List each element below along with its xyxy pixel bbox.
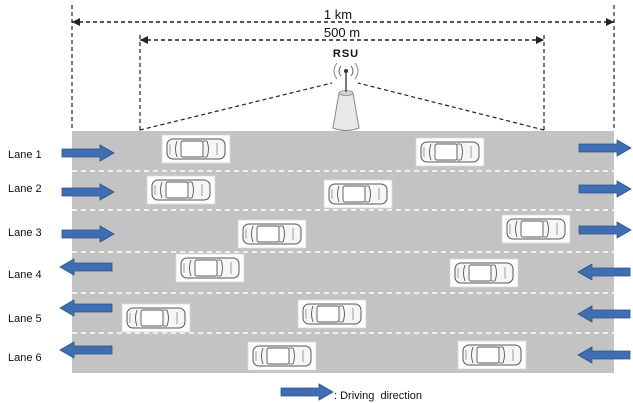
vehicle [297, 299, 367, 329]
vehicle [457, 340, 527, 370]
outer-dimension: 1 km [71, 5, 615, 130]
rsu-coverage-right [357, 82, 545, 131]
vehicle [121, 303, 191, 333]
lane-label: Lane 1 [8, 149, 42, 161]
lane-dividers [72, 170, 614, 334]
lane-label: Lane 2 [8, 183, 42, 195]
vehicle [161, 134, 231, 164]
lane-labels: Lane 1 Lane 2 Lane 3 Lane 4 Lane 5 Lane … [8, 149, 42, 364]
vehicle [415, 137, 485, 167]
vehicle [175, 253, 245, 283]
inner-dimension-label: 500 m [324, 25, 360, 40]
lane-label: Lane 3 [8, 227, 42, 239]
vehicle [501, 214, 571, 244]
rsu-label: RSU [333, 48, 359, 60]
lane-label: Lane 6 [8, 352, 42, 364]
vehicle [323, 179, 393, 209]
legend: : Driving direction [280, 383, 422, 402]
antenna-tower-icon [332, 62, 360, 131]
vehicle [449, 258, 519, 288]
arrow-right-icon [280, 383, 334, 401]
lane-label: Lane 5 [8, 313, 42, 325]
lane-label: Lane 4 [8, 269, 42, 281]
outer-dimension-label: 1 km [324, 7, 352, 22]
inner-dimension: 500 m [139, 25, 545, 130]
rsu-coverage-left [139, 82, 333, 131]
vehicle [247, 341, 317, 371]
rsu: RSU [332, 48, 360, 131]
legend-label: : Driving direction [334, 390, 422, 402]
vehicle [146, 175, 216, 205]
vehicle [237, 219, 307, 249]
